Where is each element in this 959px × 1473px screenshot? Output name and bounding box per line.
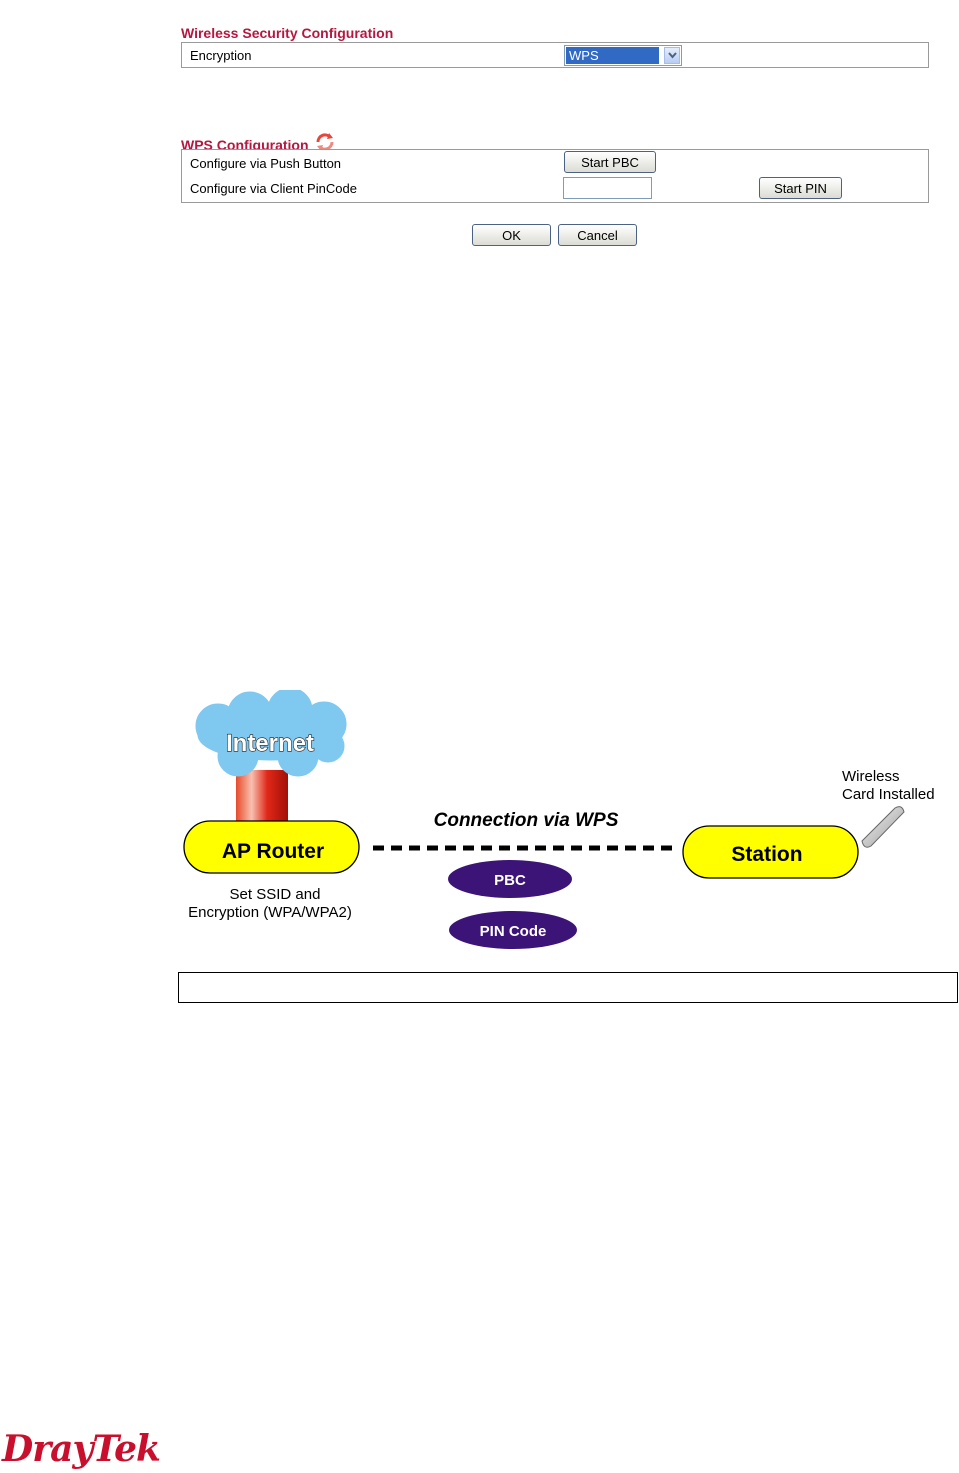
- wps-connection-diagram: Internet AP Router Set SSID and Encrypti…: [183, 690, 935, 949]
- wireless-security-panel: Encryption WPS: [181, 42, 929, 68]
- pincode-label: Configure via Client PinCode: [190, 181, 357, 196]
- connection-pipe: [236, 770, 288, 824]
- cancel-button[interactable]: Cancel: [558, 224, 637, 246]
- station-node: [682, 825, 859, 879]
- pin-code-pill: [449, 911, 577, 949]
- wireless-label-line2: Card Installed: [842, 786, 935, 803]
- internet-cloud-icon: [195, 690, 347, 777]
- ap-router-node: [183, 820, 360, 874]
- start-pin-button[interactable]: Start PIN: [759, 177, 842, 199]
- ok-button[interactable]: OK: [472, 224, 551, 246]
- pincode-input[interactable]: [563, 177, 652, 199]
- pin-code-label: PIN Code: [480, 923, 547, 940]
- draytek-logo: DrayTek: [2, 1428, 161, 1470]
- wps-config-panel: Configure via Push Button Start PBC Conf…: [181, 149, 929, 203]
- wireless-label-line1: Wireless: [842, 768, 900, 785]
- encryption-select[interactable]: WPS: [564, 45, 682, 66]
- ap-router-label: AP Router: [222, 840, 324, 863]
- chevron-down-icon[interactable]: [664, 47, 680, 64]
- start-pbc-button[interactable]: Start PBC: [564, 151, 656, 173]
- encryption-label: Encryption: [190, 48, 252, 63]
- station-label: Station: [731, 843, 802, 866]
- push-button-label: Configure via Push Button: [190, 156, 342, 171]
- pbc-pill: [448, 860, 572, 898]
- pbc-label: PBC: [494, 872, 526, 889]
- encryption-selected-value: WPS: [566, 47, 659, 64]
- connection-label: Connection via WPS: [434, 810, 619, 831]
- ap-note-line1: Set SSID and: [230, 886, 321, 903]
- wireless-card-icon: [861, 806, 905, 848]
- ap-note-line2: Encryption (WPA/WPA2): [188, 904, 352, 921]
- wireless-security-title: Wireless Security Configuration: [181, 25, 394, 41]
- figure-caption-box: [178, 972, 958, 1003]
- internet-label: Internet: [226, 730, 314, 757]
